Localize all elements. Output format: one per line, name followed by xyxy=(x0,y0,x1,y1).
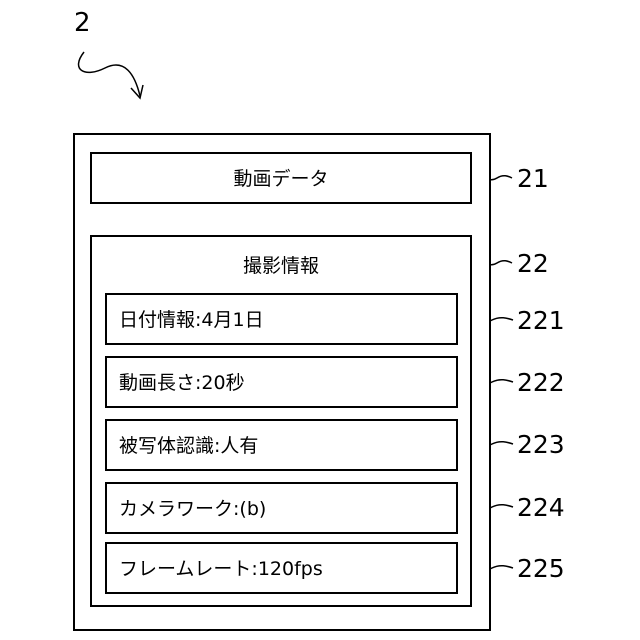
info-item-framerate: フレームレート:120fps xyxy=(105,542,458,594)
info-item-date: 日付情報:4月1日 xyxy=(105,293,458,345)
video-data-label: 動画データ xyxy=(92,170,470,189)
ref-222: 222 xyxy=(517,370,565,395)
shooting-info-title: 撮影情報 xyxy=(92,257,470,276)
ref-21: 21 xyxy=(517,166,549,191)
ref-225: 225 xyxy=(517,556,565,581)
info-item-camerawork: カメラワーク:(b) xyxy=(105,482,458,534)
info-item-length-label: 動画長さ:20秒 xyxy=(119,374,245,393)
video-data-box: 動画データ xyxy=(90,152,472,204)
figure-number: 2 xyxy=(74,10,91,36)
ref-223: 223 xyxy=(517,432,565,457)
ref-22: 22 xyxy=(517,251,549,276)
ref-224: 224 xyxy=(517,495,565,520)
info-item-subject-label: 被写体認識:人有 xyxy=(119,437,258,456)
ref-221: 221 xyxy=(517,308,565,333)
info-item-date-label: 日付情報:4月1日 xyxy=(119,311,264,330)
figure-pointer-arrow xyxy=(79,52,140,96)
info-item-subject: 被写体認識:人有 xyxy=(105,419,458,471)
info-item-length: 動画長さ:20秒 xyxy=(105,356,458,408)
info-item-framerate-label: フレームレート:120fps xyxy=(119,560,323,579)
info-item-camerawork-label: カメラワーク:(b) xyxy=(119,500,266,519)
